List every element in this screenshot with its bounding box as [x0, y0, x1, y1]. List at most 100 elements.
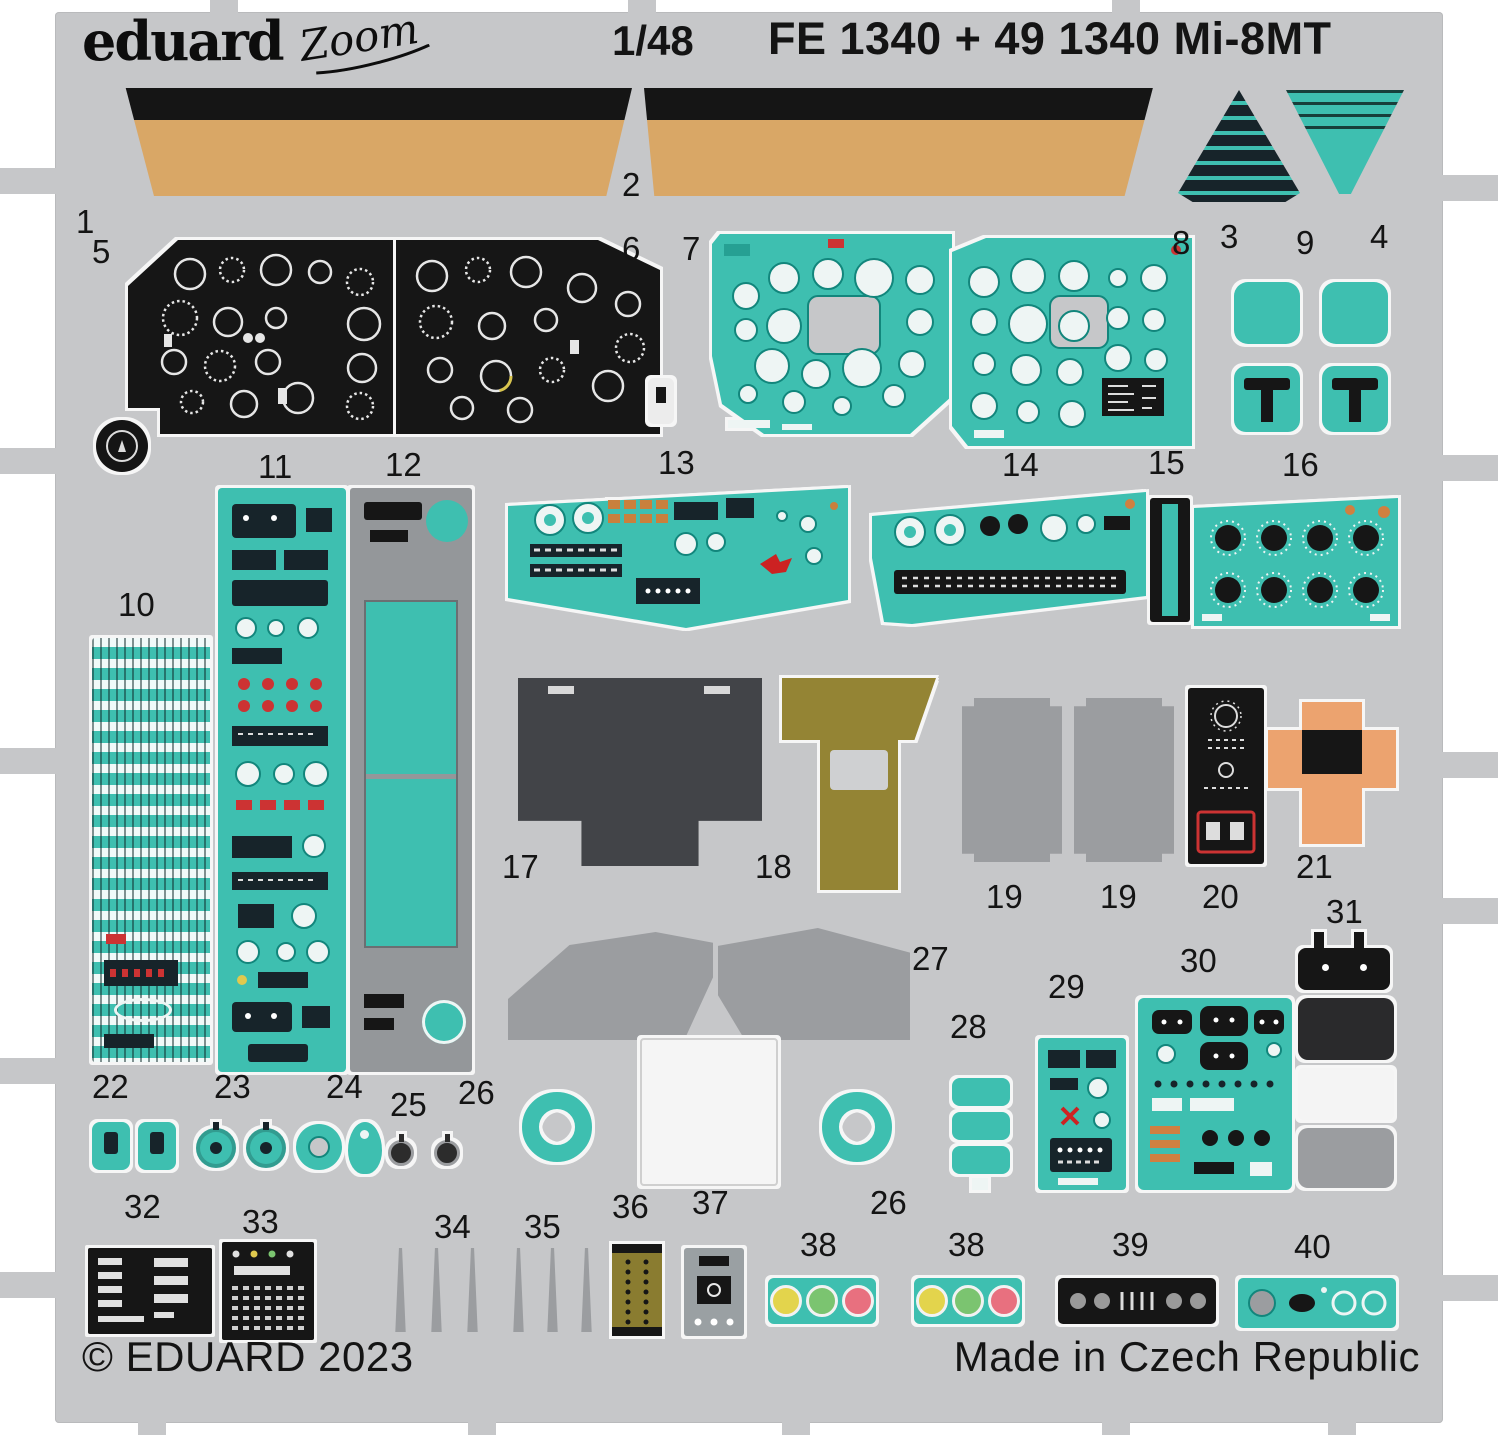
part-40-strip [1238, 1278, 1396, 1328]
part-26-ring [522, 1092, 592, 1162]
part-number-label: 16 [1282, 446, 1319, 483]
part-9-t-handle-plate [1234, 366, 1300, 432]
part-38-light-strip [768, 1278, 876, 1324]
part-number-label: 38 [800, 1226, 837, 1263]
red-light [988, 1285, 1020, 1317]
part-26-ring [822, 1092, 892, 1162]
dial-center [210, 1142, 222, 1154]
part-8-instrument-panel [952, 238, 1192, 446]
part-34-blade [467, 1248, 478, 1332]
pad-slot [150, 1132, 164, 1154]
red-switch [106, 934, 126, 944]
part-number-label: 40 [1294, 1228, 1331, 1265]
part-28-tab-stack [952, 1078, 1010, 1190]
sprue-tab [1440, 1275, 1498, 1301]
sprue-tab [1440, 898, 1498, 924]
part-14-overhead-panel [872, 492, 1146, 624]
part-number-label: 23 [214, 1068, 251, 1105]
sprue-tab [1440, 455, 1498, 481]
part-number-label: 22 [92, 1068, 129, 1105]
part-21-cross-mount [1268, 702, 1396, 844]
latch-slot [656, 387, 666, 403]
part-number-label: 27 [912, 940, 949, 977]
part-number-label: 37 [692, 1184, 729, 1221]
green-light [952, 1285, 984, 1317]
scale-label: 1/48 [612, 17, 694, 64]
part-25-knob [388, 1134, 414, 1166]
part-19-doubler [962, 698, 1062, 862]
part-number-label: 25 [390, 1086, 427, 1123]
part-25-knob [434, 1134, 460, 1166]
t-handle-bar [1332, 378, 1378, 390]
part-20-side-panel [1188, 688, 1264, 864]
sprue-tab [1440, 752, 1498, 778]
part-number-label: 26 [870, 1184, 907, 1221]
part-18-t-bracket [782, 678, 936, 890]
part-6-instrument-panel [396, 240, 660, 434]
connector-body [1298, 948, 1390, 990]
sprue-tab [782, 1421, 810, 1435]
sprue-tab [0, 448, 58, 474]
bracket-bar [782, 678, 936, 740]
dial-stem [263, 1122, 269, 1130]
part-number-label: 8 [1172, 224, 1191, 261]
yellow-light [770, 1285, 802, 1317]
part-number-label: 26 [458, 1074, 495, 1111]
part-10-breaker-console [92, 638, 210, 1062]
glareshield-edge-strip [644, 88, 1153, 121]
sprue-tab [628, 0, 656, 14]
part-number-label: 29 [1048, 968, 1085, 1005]
part-number-label: 10 [118, 586, 155, 623]
connector-prong [1314, 932, 1324, 948]
part-16-knob-panel [1194, 498, 1398, 626]
part-number-label: 34 [434, 1208, 471, 1245]
window-divider [366, 774, 456, 779]
connector-pin [1322, 964, 1329, 971]
hood-mark [704, 686, 730, 694]
part-12-window-panel [350, 488, 472, 1072]
part-number-label: 5 [92, 233, 111, 270]
part-number-label: 18 [755, 848, 792, 885]
part-number-label: 28 [950, 1008, 987, 1045]
part-27-windshield-frame [718, 928, 910, 1040]
part-number-label: 7 [682, 230, 701, 267]
part-29-console [1038, 1038, 1126, 1190]
part-30-radio-panel [1138, 998, 1292, 1190]
sprue-tab [1440, 175, 1498, 201]
panel-box [364, 994, 404, 1008]
part-33-placard [222, 1242, 314, 1340]
green-light [806, 1285, 838, 1317]
sprue-tab [0, 1058, 58, 1084]
part-34-blade [395, 1248, 406, 1332]
part-35-blade [513, 1248, 524, 1332]
part-number-label: 9 [1296, 224, 1315, 261]
stack-pad-white [1298, 1068, 1394, 1120]
pad-slot [104, 1132, 118, 1154]
red-light [842, 1285, 874, 1317]
part-32-placard [88, 1248, 212, 1334]
console-box [104, 1034, 154, 1048]
console-box [104, 960, 178, 986]
part-9-pad [1322, 282, 1388, 344]
dial-center [260, 1142, 272, 1154]
panel-box [364, 502, 422, 520]
sprue-tab [210, 0, 238, 14]
part-23-dial [246, 1122, 286, 1168]
part-number-label: 15 [1148, 444, 1185, 481]
dial-hole [308, 1136, 330, 1158]
part-34-blade [431, 1248, 442, 1332]
oval-cutout [114, 998, 172, 1022]
tab-plate [952, 1146, 1010, 1174]
kit-title: FE 1340 + 49 1340 Mi-8MT [768, 13, 1332, 64]
yellow-light [916, 1285, 948, 1317]
part-5-compass [96, 420, 148, 472]
part-number-label: 30 [1180, 942, 1217, 979]
part-31-connector [1298, 932, 1390, 990]
part-24-dial [296, 1124, 342, 1170]
eduard-logo: eduard [82, 9, 285, 73]
part-2-glareshield [644, 88, 1153, 196]
window-cutout [364, 600, 458, 948]
stack-pad-grey [1298, 1128, 1394, 1188]
part-38-light-strip [914, 1278, 1022, 1324]
